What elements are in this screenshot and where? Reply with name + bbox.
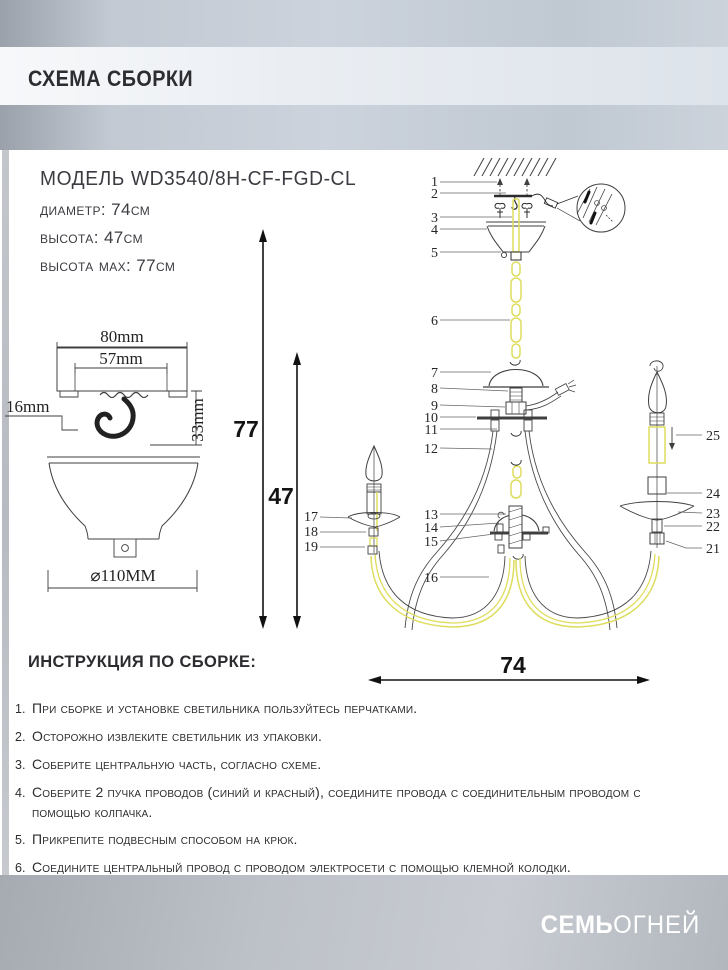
part-label-3: 3 xyxy=(431,211,438,226)
brand-logo: СЕМЬОГНЕЙ xyxy=(540,911,700,940)
instruction-number: 2. xyxy=(15,730,26,744)
lower-hub xyxy=(490,505,550,560)
header-strip xyxy=(0,47,728,105)
part-label-22: 22 xyxy=(706,520,720,535)
product-info: МОДЕЛЬ WD3540/8H-CF-FGD-CL диаметр: 74см… xyxy=(40,168,369,275)
part-label-9: 9 xyxy=(431,399,438,414)
dim-110mm: ⌀110MM xyxy=(90,566,155,585)
part-label-25: 25 xyxy=(706,429,720,444)
part-label-19: 19 xyxy=(304,540,318,555)
right-candle xyxy=(619,360,695,548)
instruction-number: 3. xyxy=(15,758,26,772)
part-label-11: 11 xyxy=(425,423,438,438)
instruction-item: 2. Осторожно извлеките светильник из упа… xyxy=(15,726,711,747)
hook-shape xyxy=(94,396,136,439)
left-candle xyxy=(347,444,401,555)
part-label-18: 18 xyxy=(304,525,318,540)
dim-57mm: 57mm xyxy=(99,349,142,368)
left-border-bar xyxy=(2,150,9,875)
part-label-5: 5 xyxy=(431,246,438,261)
header-band: СХЕМА СБОРКИ xyxy=(0,0,728,150)
part-label-4: 4 xyxy=(431,223,438,238)
page-title: СХЕМА СБОРКИ xyxy=(28,66,194,91)
part-label-13: 13 xyxy=(424,508,438,523)
spec-diameter: диаметр: 74см xyxy=(40,200,151,219)
dim-80mm: 80mm xyxy=(100,327,143,346)
instruction-text: Соберите 2 пучка проводов (синий и красн… xyxy=(32,784,641,820)
spec-height: высота: 47см xyxy=(40,228,143,247)
part-label-14: 14 xyxy=(424,521,438,536)
part-label-1: 1 xyxy=(431,175,438,190)
dim-height: 47 xyxy=(268,483,294,509)
leader-lines xyxy=(319,181,703,578)
chain xyxy=(510,198,522,499)
ceiling-hatch xyxy=(473,157,557,177)
mount-detail-drawing xyxy=(5,342,202,592)
instruction-number: 1. xyxy=(15,702,26,716)
arm-tubes xyxy=(404,430,618,631)
upper-hub xyxy=(477,368,577,432)
part-label-21: 21 xyxy=(706,542,720,557)
part-label-17: 17 xyxy=(304,510,318,525)
brand-light: ОГНЕЙ xyxy=(612,911,700,939)
part-label-16: 16 xyxy=(424,571,438,586)
part-numbers: 1 2 3 4 5 6 7 8 9 10 11 12 13 14 15 16 1… xyxy=(304,175,720,586)
instruction-text: При сборке и установке светильника польз… xyxy=(32,700,418,716)
part-label-10: 10 xyxy=(424,411,438,426)
part-label-2: 2 xyxy=(431,187,438,202)
dim-33mm: 33mm xyxy=(188,398,207,441)
part-label-8: 8 xyxy=(431,382,438,397)
instructions-title: ИНСТРУКЦИЯ ПО СБОРКЕ: xyxy=(28,652,257,671)
mounting-bar xyxy=(494,193,581,222)
instruction-text: Осторожно извлеките светильник из упаков… xyxy=(32,728,323,744)
anchor-arrows xyxy=(497,178,530,196)
part-label-6: 6 xyxy=(431,314,438,329)
instruction-item: 5. Прикрепите подвесным способом на крюк… xyxy=(15,829,711,850)
instruction-item: 1. При сборке и установке светильника по… xyxy=(15,698,711,719)
dim-height-max: 77 xyxy=(233,416,259,442)
instruction-number: 5. xyxy=(15,833,26,847)
part-label-7: 7 xyxy=(431,366,438,381)
canopy xyxy=(486,221,546,259)
instruction-number: 4. xyxy=(15,786,26,800)
dim-16mm: 16mm xyxy=(6,397,49,416)
instructions-section: ИНСТРУКЦИЯ ПО СБОРКЕ: 1. При сборке и ус… xyxy=(15,652,711,885)
dim-width: 74 xyxy=(500,652,526,678)
wire-detail-circle xyxy=(576,183,626,233)
footer-band: СЕМЬОГНЕЙ xyxy=(0,875,728,970)
instruction-number: 6. xyxy=(15,861,26,875)
chain-collars xyxy=(509,251,522,466)
instruction-item: 4. Соберите 2 пучка проводов (синий и кр… xyxy=(15,782,711,822)
model-number: МОДЕЛЬ WD3540/8H-CF-FGD-CL xyxy=(40,168,357,190)
brand-bold: СЕМЬ xyxy=(540,911,613,939)
instruction-text: Соедините центральный провод с проводом … xyxy=(32,859,572,875)
part-label-15: 15 xyxy=(424,535,438,550)
lower-arms xyxy=(370,550,660,628)
spec-height-max: высота мах: 77см xyxy=(40,256,176,275)
part-label-12: 12 xyxy=(424,442,438,457)
instruction-item: 6. Соедините центральный провод с провод… xyxy=(15,857,711,878)
instruction-item: 3. Соберите центральную часть, согласно … xyxy=(15,754,711,775)
part-label-23: 23 xyxy=(706,507,720,522)
instruction-text: Соберите центральную часть, согласно схе… xyxy=(32,756,322,772)
overall-dimensions xyxy=(259,229,650,684)
part-label-24: 24 xyxy=(706,487,720,502)
instruction-text: Прикрепите подвесным способом на крюк. xyxy=(32,831,298,847)
